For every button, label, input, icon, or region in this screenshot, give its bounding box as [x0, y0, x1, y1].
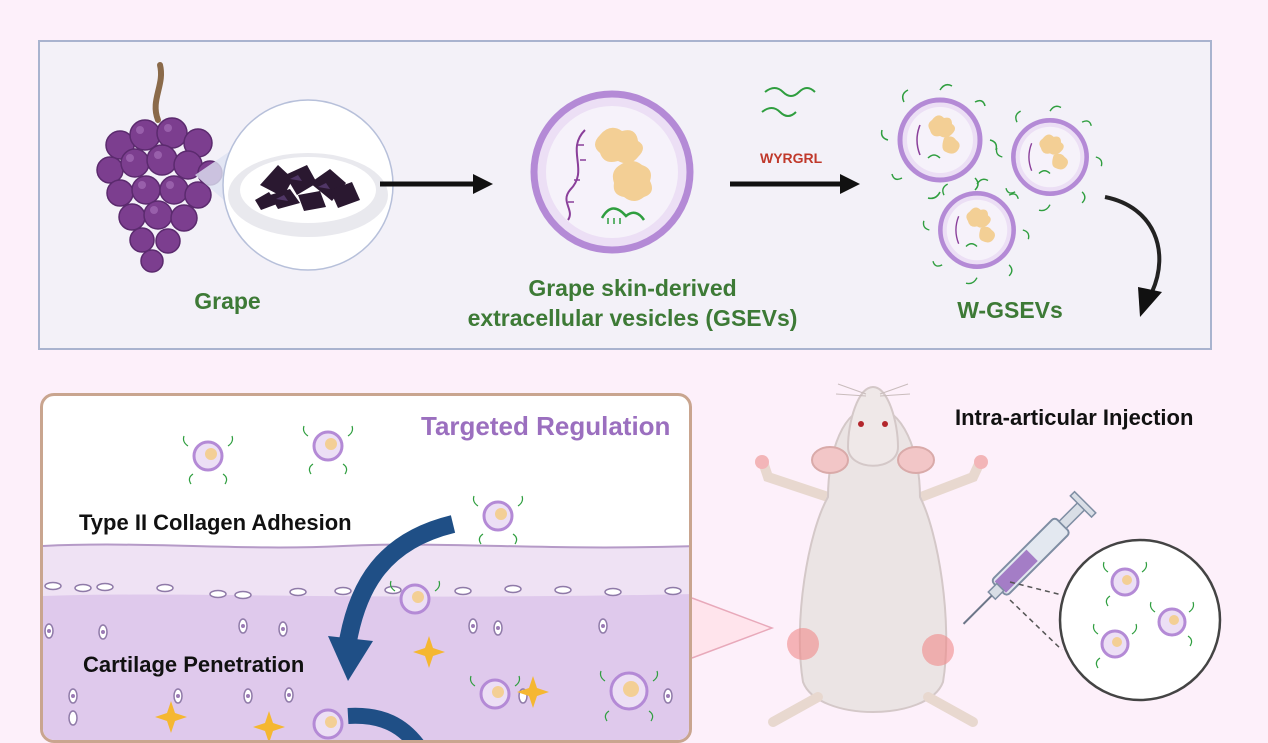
targeted-regulation-title: Targeted Regulation [421, 411, 671, 441]
gsev-label-line1: Grape skin-derived [528, 275, 737, 301]
injection-label: Intra-articular Injection [955, 405, 1194, 430]
gsev-vesicle-icon [530, 90, 694, 254]
w-gsev-vesicle-icon [922, 178, 1030, 285]
grape-skin-zoom [195, 99, 394, 271]
gsev-label-line2: extracellular vesicles (GSEVs) [467, 305, 798, 331]
grape-label: Grape [194, 288, 261, 314]
w-gsev-vesicle-icon [880, 83, 998, 200]
tissue-panel: Targeted Regulation Type II Collagen Adh… [40, 393, 692, 743]
injection-zoom-circle [1009, 538, 1222, 702]
peptide-label: WYRGRL [760, 150, 823, 166]
w-gsev-vesicle-icon [995, 105, 1103, 212]
syringe-icon [962, 490, 1097, 625]
process-arrow-1 [380, 174, 493, 194]
curved-arrow-down [1104, 195, 1162, 317]
zoom-connector [691, 597, 775, 659]
peptide-icon [761, 87, 816, 117]
mouse-illustration [755, 383, 988, 727]
w-gsev-label: W-GSEVs [957, 297, 1063, 323]
process-arrow-2 [730, 174, 860, 194]
grape-cluster-icon [96, 62, 223, 273]
collagen-adhesion-label: Type II Collagen Adhesion [79, 510, 352, 535]
cartilage-penetration-label: Cartilage Penetration [83, 652, 305, 677]
